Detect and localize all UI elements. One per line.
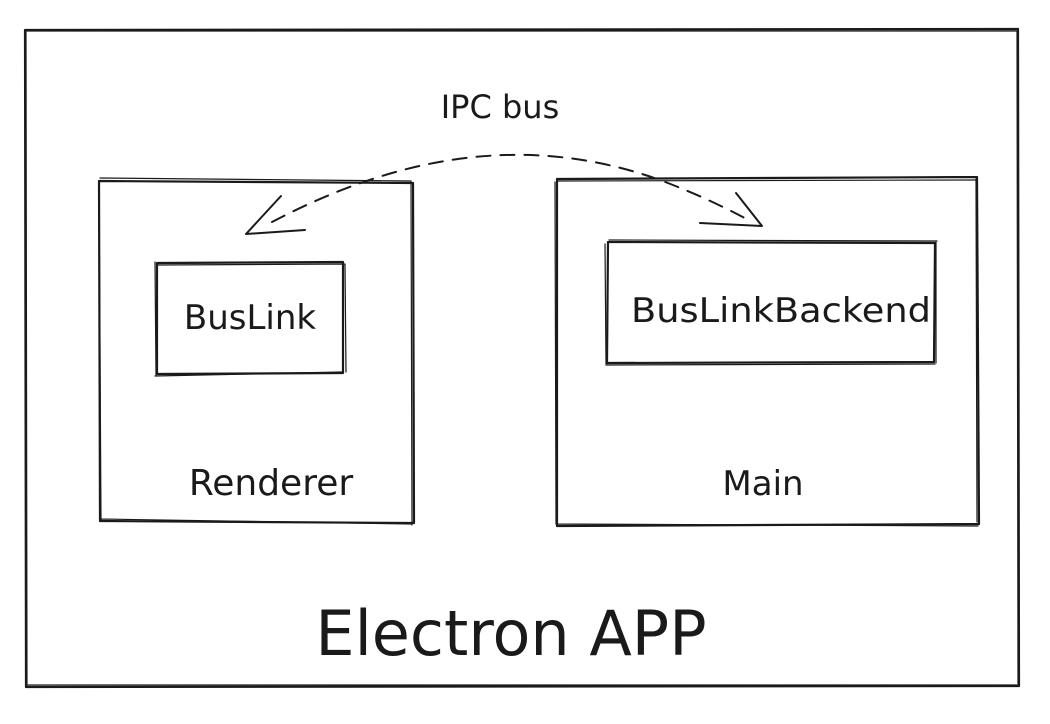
electron-app-label: Electron APP (315, 597, 706, 670)
renderer-label: Renderer (189, 463, 354, 504)
main-box (554, 175, 981, 528)
main-label: Main (722, 464, 803, 504)
right-arrowhead (699, 192, 763, 227)
left-arrowhead (245, 195, 306, 235)
buslink-box (154, 260, 347, 377)
electron-app-frame (23, 27, 1021, 689)
renderer-box (97, 177, 416, 526)
ipc-bus-connector (245, 153, 763, 235)
buslink-label: BusLink (184, 298, 317, 338)
buslinkbackend-box (604, 239, 938, 366)
buslinkbackend-label: BusLinkBackend (631, 291, 931, 331)
ipc-bus-label: IPC bus (441, 88, 560, 126)
